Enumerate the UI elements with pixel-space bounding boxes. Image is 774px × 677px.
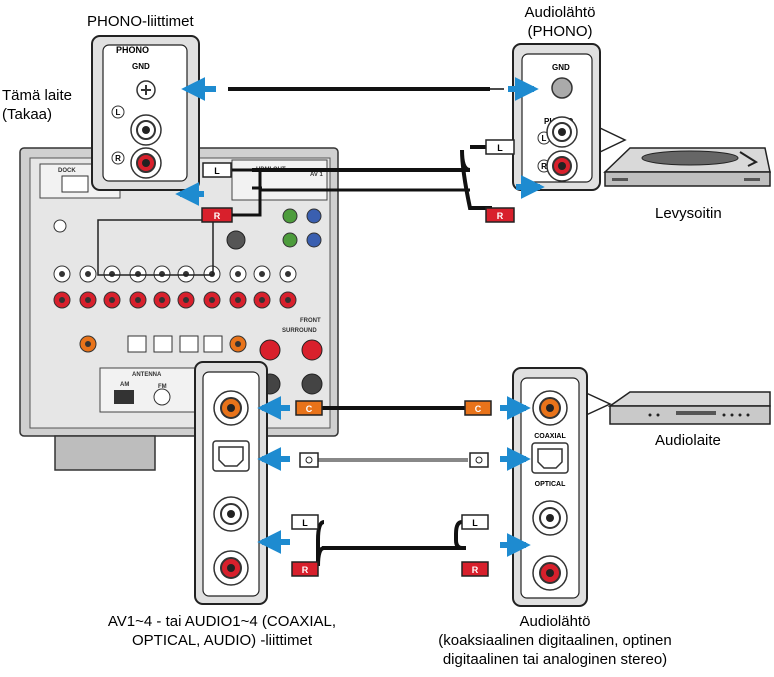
audio-output-label-1: Audiolähtö — [519, 613, 591, 630]
plug-r-av-dev: R — [472, 565, 479, 575]
plug-r-av-rx: R — [302, 565, 309, 575]
receiver-phono-zoom: PHONO GND L R — [91, 35, 214, 276]
plug-l-phono-tt: L — [497, 143, 503, 153]
optical-label: OPTICAL — [535, 481, 566, 488]
plug-l-av-rx: L — [302, 518, 308, 528]
surround-label: SURROUND — [282, 328, 317, 334]
turntable-label: Levysoitin — [655, 205, 722, 222]
audio-output-phono-label-2: (PHONO) — [527, 23, 593, 40]
plug-l-av-dev: L — [472, 518, 478, 528]
av-inputs-label-2: OPTICAL, AUDIO) -liittimet — [131, 632, 313, 649]
plug-c-rx: C — [306, 404, 313, 414]
tt-gnd-label: GND — [552, 63, 570, 72]
this-unit-label: Tämä laite — [2, 87, 73, 104]
plugs: L R L R C C L R L R — [201, 139, 515, 577]
phono-l-badge: L — [116, 108, 121, 117]
am-label: AM — [120, 382, 129, 388]
audio-device-icon — [607, 391, 771, 425]
plug-l-phono-rx: L — [214, 166, 220, 176]
front-label: FRONT — [300, 318, 321, 324]
plug-c-dev: C — [475, 404, 482, 414]
audio-output-phono-label-1: Audiolähtö — [524, 4, 596, 21]
antenna-label: ANTENNA — [132, 372, 162, 378]
rca-row-red — [53, 291, 297, 309]
audio-device-label: Audiolaite — [655, 432, 721, 449]
phono-terminals-label: PHONO-liittimet — [87, 13, 194, 30]
audio-output-label-3: digitaalinen tai analoginen stereo) — [442, 651, 668, 668]
dock-label: DOCK — [58, 168, 76, 174]
turntable-icon — [603, 147, 771, 187]
plug-r-phono-tt: R — [497, 211, 504, 221]
phono-r-badge: R — [115, 154, 121, 163]
plug-r-phono-rx: R — [214, 211, 221, 221]
tt-r-badge: R — [541, 162, 547, 171]
receiver-rear-panel: DOCK HDMI OUT AV 1 — [19, 147, 339, 471]
audio-device-output-panel: COAXIAL OPTICAL — [512, 367, 612, 607]
av-inputs-label-1: AV1~4 - tai AUDIO1~4 (COAXIAL, — [107, 613, 337, 630]
cables — [228, 87, 504, 567]
av1-label: AV 1 — [310, 172, 324, 178]
tt-l-badge: L — [542, 134, 547, 143]
receiver-av-zoom — [194, 361, 268, 605]
audio-output-label-2: (koaksiaalinen digitaalinen, optinen — [438, 632, 672, 649]
rca-row-white — [53, 265, 297, 283]
rear-label: (Takaa) — [2, 106, 53, 123]
gnd-label: GND — [132, 62, 150, 71]
signal-arrows — [175, 77, 545, 557]
phono-label: PHONO — [116, 45, 149, 55]
fm-label: FM — [158, 384, 167, 390]
coaxial-label: COAXIAL — [534, 433, 566, 440]
